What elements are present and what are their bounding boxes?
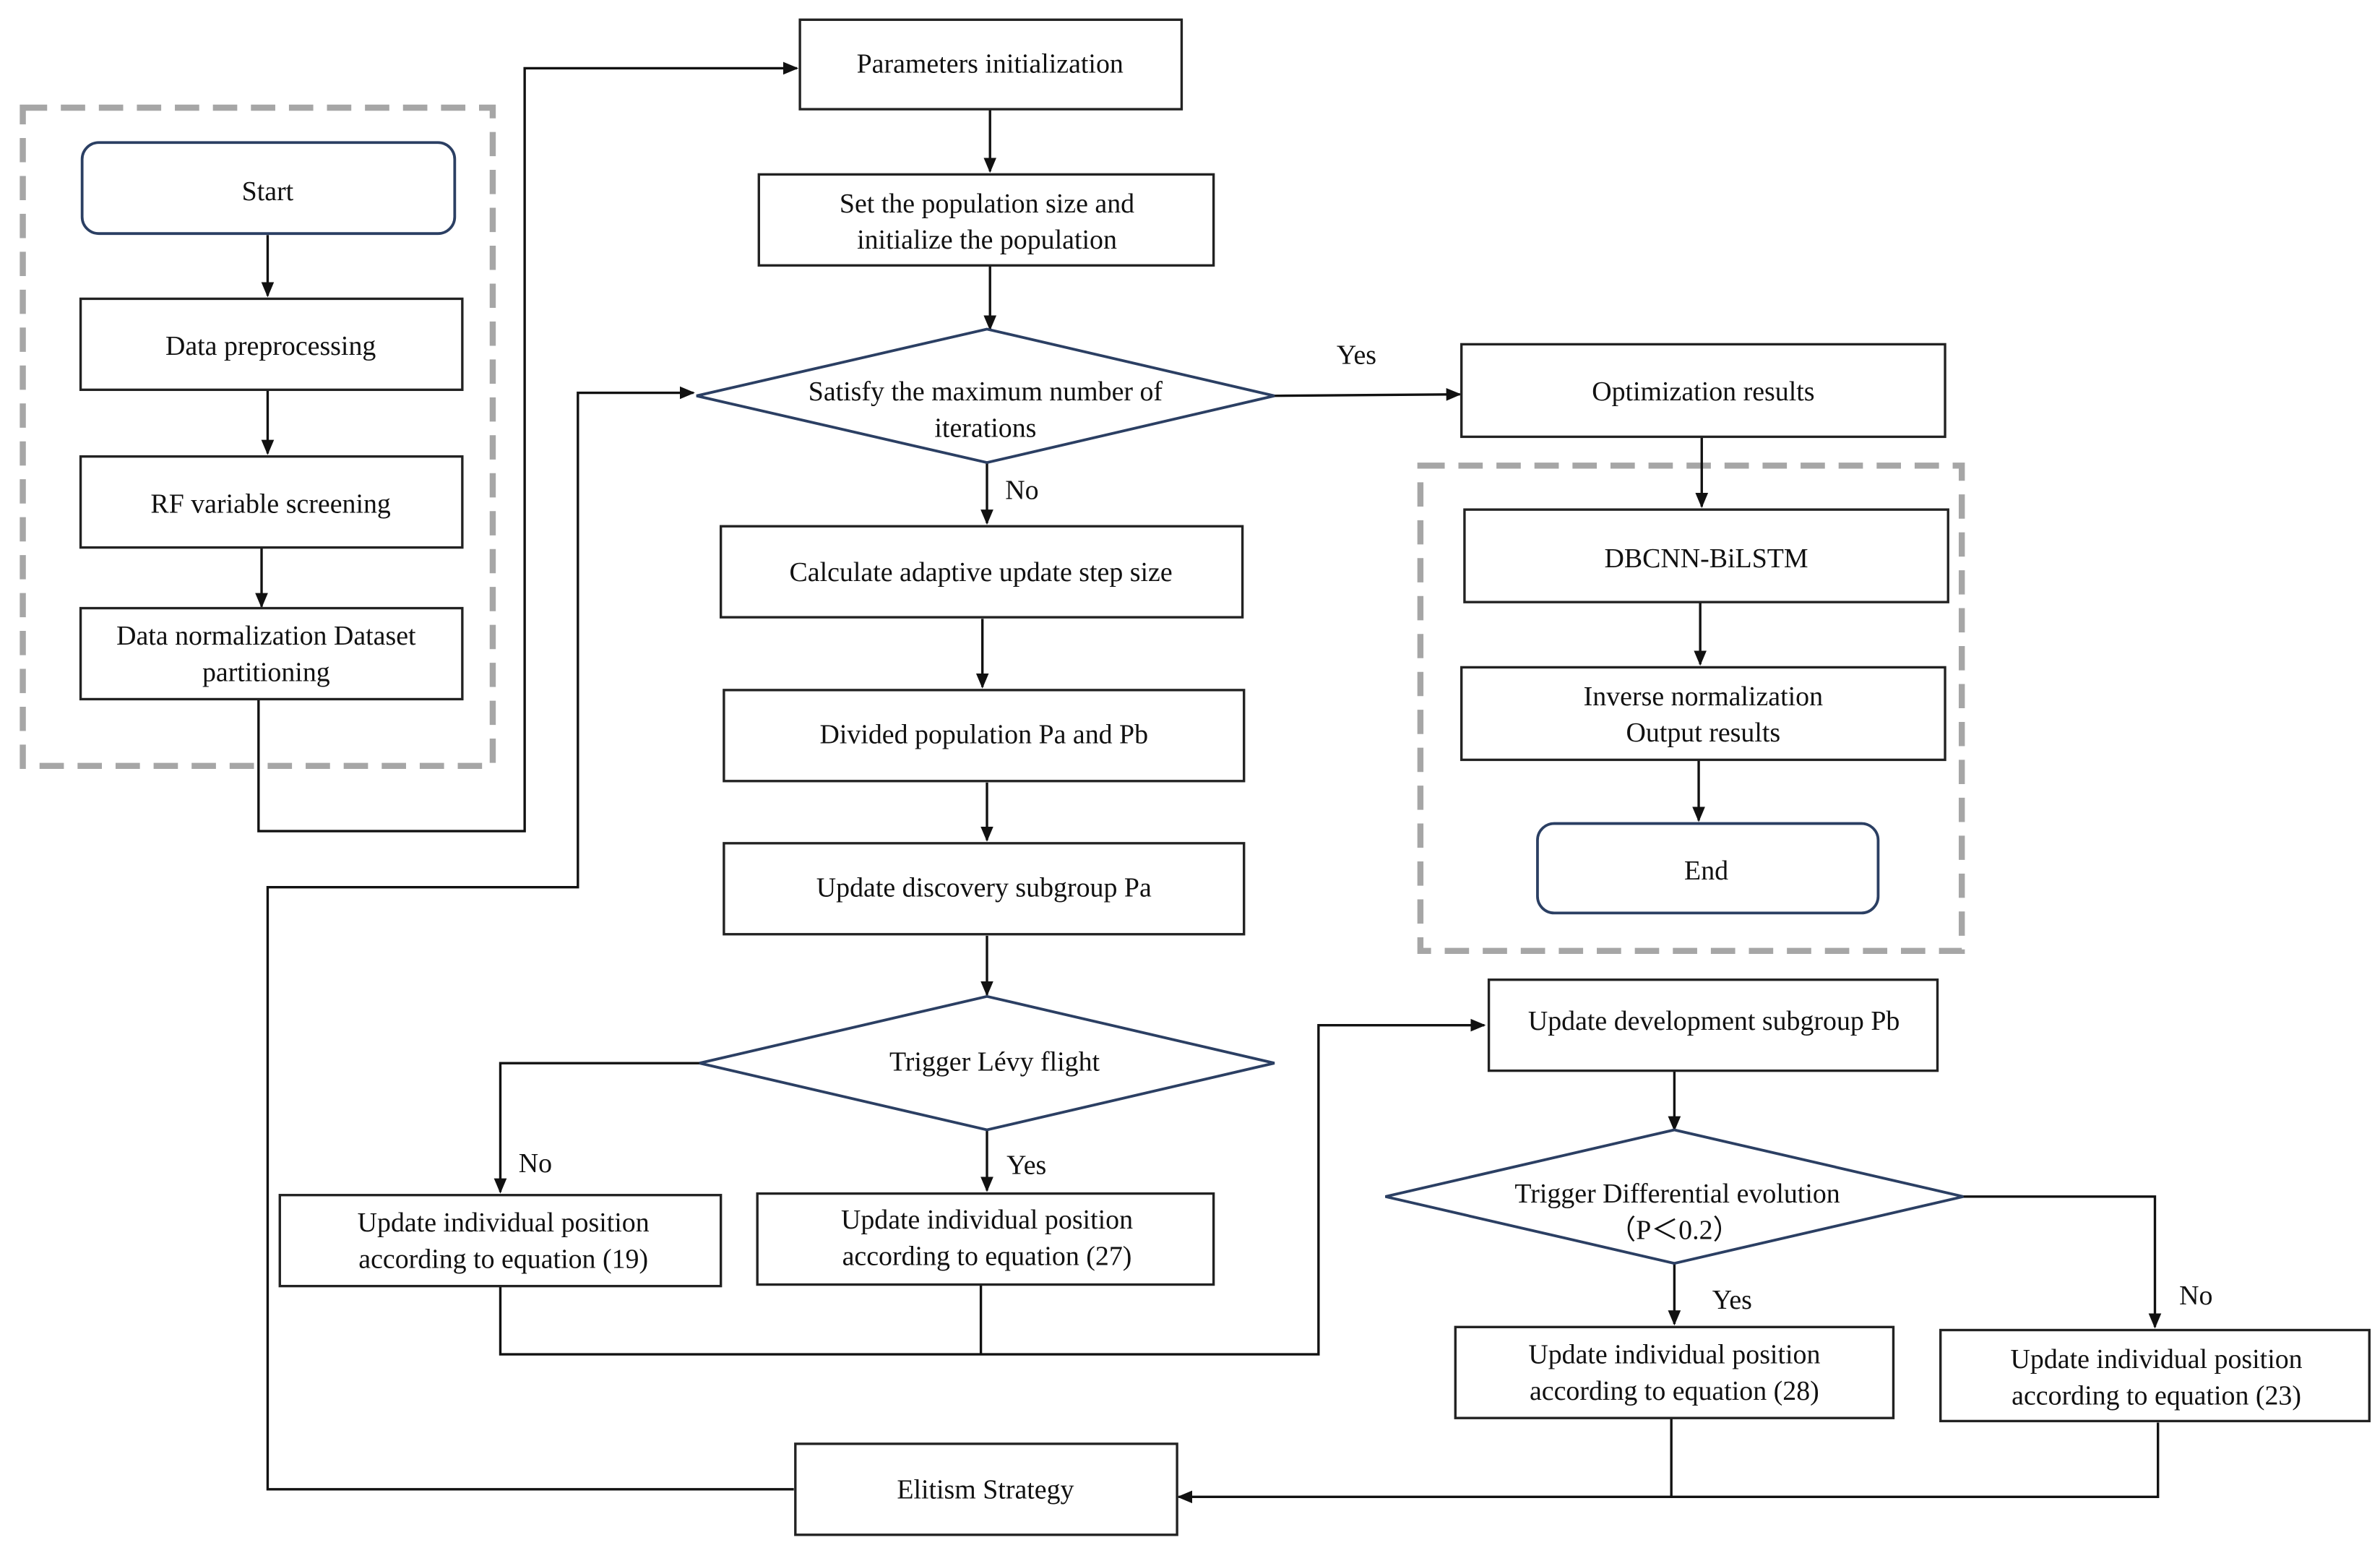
adaptive-step-box: Calculate adaptive update step size	[719, 525, 1244, 619]
differential-evolution-label-line1: Trigger Differential evolution	[1514, 1179, 1840, 1209]
population-init-box: Set the population size and initialize t…	[757, 173, 1215, 267]
divided-population-label: Divided population Pa and Pb	[820, 719, 1149, 749]
elitism-strategy-label: Elitism Strategy	[897, 1474, 1074, 1505]
start-label: Start	[242, 176, 294, 207]
update-eq23-label-line1: Update individual position	[2011, 1344, 2303, 1375]
start-terminal: Start	[80, 141, 457, 236]
levy-flight-decision: Trigger Lévy flight	[699, 994, 1275, 1132]
preprocessing-group-frame	[20, 104, 496, 770]
parameters-initialization-label: Parameters initialization	[857, 49, 1124, 79]
update-eq19-box: Update individual position according to …	[278, 1194, 723, 1288]
inverse-normalization-label-line2: Output results	[1626, 718, 1781, 748]
elitism-strategy-box: Elitism Strategy	[794, 1442, 1178, 1536]
adaptive-step-label: Calculate adaptive update step size	[790, 557, 1173, 588]
iterations-no-label: No	[1005, 475, 1038, 505]
update-eq19-label-line1: Update individual position	[358, 1208, 650, 1238]
max-iterations-decision: Satisfy the maximum number of iterations	[696, 327, 1275, 465]
update-development-box: Update development subgroup Pb	[1487, 978, 1939, 1072]
update-development-label: Update development subgroup Pb	[1528, 1006, 1900, 1036]
optimization-results-box: Optimization results	[1460, 343, 1946, 439]
inverse-normalization-box: Inverse normalization Output results	[1460, 666, 1946, 762]
parameters-initialization-box: Parameters initialization	[798, 18, 1183, 111]
data-preprocessing-box: Data preprocessing	[79, 297, 464, 392]
rf-variable-screening-label: RF variable screening	[150, 489, 391, 519]
update-eq19-label-line2: according to equation (19)	[358, 1244, 648, 1275]
inverse-normalization-label-line1: Inverse normalization	[1584, 681, 1823, 712]
update-eq28-label-line2: according to equation (28)	[1530, 1376, 1819, 1406]
rf-variable-screening-box: RF variable screening	[79, 455, 464, 549]
population-init-label-line1: Set the population size and	[840, 189, 1134, 219]
update-discovery-box: Update discovery subgroup Pa	[723, 842, 1246, 936]
divided-population-box: Divided population Pa and Pb	[723, 689, 1246, 783]
update-eq27-label-line1: Update individual position	[841, 1205, 1133, 1235]
differential-yes-label: Yes	[1712, 1285, 1752, 1315]
levy-flight-label: Trigger Lévy flight	[889, 1047, 1100, 1077]
population-init-label-line2: initialize the population	[857, 225, 1117, 255]
levy-no-label: No	[519, 1148, 552, 1179]
data-normalization-label-line2: partitioning	[202, 657, 330, 687]
data-preprocessing-label: Data preprocessing	[165, 331, 376, 361]
update-eq27-label-line2: according to equation (27)	[842, 1241, 1132, 1271]
data-normalization-label-line1: Data normalization Dataset	[116, 621, 416, 651]
end-label: End	[1684, 856, 1728, 886]
differential-evolution-label-line2: （P＜0.2）	[1608, 1216, 1740, 1246]
iterations-yes-label: Yes	[1337, 340, 1376, 371]
connectors	[255, 61, 2162, 1504]
dbcnn-bilstm-box: DBCNN-BiLSTM	[1463, 508, 1949, 603]
update-eq28-box: Update individual position according to …	[1454, 1325, 1895, 1419]
levy-yes-label: Yes	[1006, 1150, 1046, 1180]
max-iterations-label-line2: iterations	[934, 413, 1036, 443]
update-discovery-label: Update discovery subgroup Pa	[816, 872, 1152, 903]
model-group-frame	[1417, 463, 1965, 955]
max-iterations-label-line1: Satisfy the maximum number of	[809, 377, 1163, 407]
update-eq23-label-line2: according to equation (23)	[2012, 1380, 2301, 1411]
update-eq27-box: Update individual position according to …	[756, 1192, 1215, 1286]
differential-evolution-decision: Trigger Differential evolution （P＜0.2）	[1385, 1128, 1964, 1265]
dbcnn-bilstm-label: DBCNN-BiLSTM	[1605, 543, 1808, 574]
end-terminal: End	[1536, 822, 1880, 915]
differential-no-label: No	[2179, 1281, 2212, 1311]
update-eq28-label-line1: Update individual position	[1528, 1340, 1820, 1370]
update-eq23-box: Update individual position according to …	[1939, 1328, 2371, 1423]
optimization-results-label: Optimization results	[1592, 377, 1814, 407]
data-normalization-box: Data normalization Dataset partitioning	[79, 606, 464, 701]
